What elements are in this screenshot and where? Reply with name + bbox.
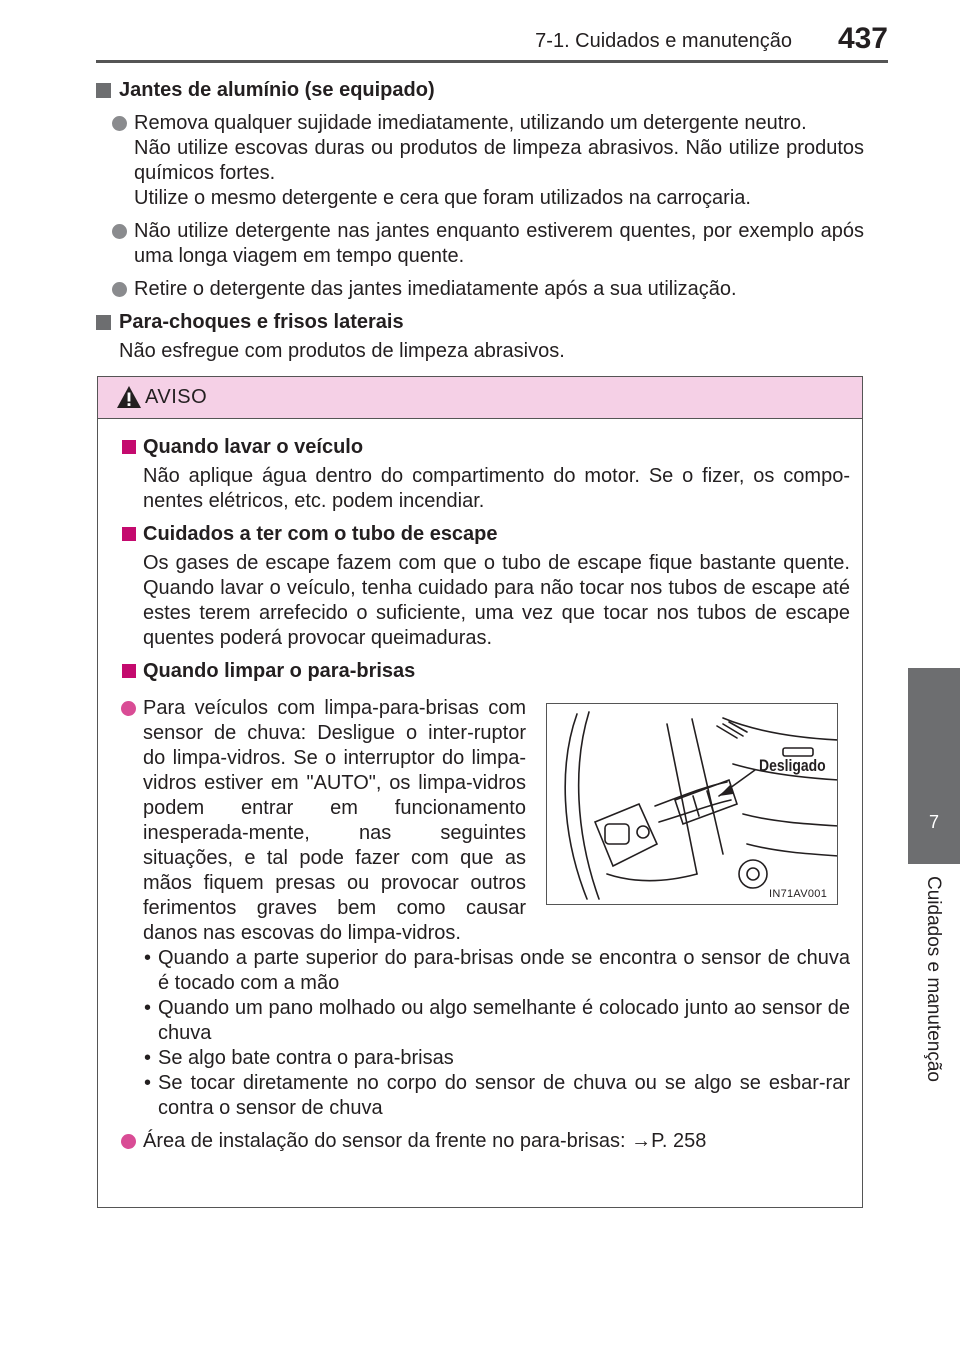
circle-bullet-icon bbox=[112, 116, 127, 131]
figure-off-label: Desligado bbox=[759, 756, 826, 775]
warning-label: AVISO bbox=[145, 386, 208, 408]
wiper-switch-figure: Desligado IN71AV001 bbox=[546, 703, 838, 905]
chapter-label-text: Cuidados e manutenção bbox=[923, 876, 944, 1082]
heading-washing: Quando lavar o veículo bbox=[98, 435, 864, 460]
page-number: 437 bbox=[837, 22, 888, 55]
washing-text: Não aplique água dentro do compartimento… bbox=[143, 465, 850, 512]
warning-box: AVISO Quando lavar o veículo Não aplique… bbox=[97, 376, 863, 1208]
bullet-windshield-1: Para veículos com limpa-para-brisas com … bbox=[98, 696, 526, 946]
warning-header: AVISO bbox=[98, 377, 862, 419]
bullet-wheels-3: Retire o detergente das jantes imediatam… bbox=[96, 277, 864, 302]
circle-bullet-icon bbox=[112, 282, 127, 297]
heading-wheels: Jantes de alumínio (se equipado) bbox=[96, 78, 864, 103]
circle-bullet-icon bbox=[121, 701, 136, 716]
sub-item-4: • Se tocar diretamente no corpo do senso… bbox=[144, 1072, 850, 1119]
square-bullet-icon bbox=[122, 664, 136, 678]
chapter-tab bbox=[908, 668, 960, 864]
warning-body: Quando lavar o veículo Não aplique água … bbox=[98, 435, 864, 1154]
circle-bullet-icon bbox=[112, 224, 127, 239]
warning-triangle-icon bbox=[117, 386, 141, 408]
chapter-number: 7 bbox=[928, 812, 939, 832]
circle-bullet-icon bbox=[121, 1134, 136, 1149]
bullet-wheels-1: Remova qualquer sujidade imediatamente, … bbox=[96, 111, 864, 211]
chapter-label: Cuidados e manutenção bbox=[916, 876, 950, 1116]
main-content: Jantes de alumínio (se equipado) Remova … bbox=[96, 78, 864, 364]
square-bullet-icon bbox=[122, 440, 136, 454]
bullet-windshield-2: Área de instalação do sensor da frente n… bbox=[98, 1129, 864, 1154]
bumpers-text: Não esfregue com produtos de limpeza abr… bbox=[119, 340, 565, 362]
steering-wiper-illustration bbox=[564, 711, 837, 900]
square-bullet-icon bbox=[122, 527, 136, 541]
square-bullet-icon bbox=[96, 315, 111, 330]
square-bullet-icon bbox=[96, 83, 111, 98]
heading-windshield: Quando limpar o para-brisas bbox=[98, 659, 864, 684]
sub-item-1: • Quando a parte superior do para-brisas… bbox=[144, 947, 850, 994]
heading-bumpers: Para-choques e frisos laterais bbox=[96, 310, 864, 335]
heading-exhaust: Cuidados a ter com o tubo de escape bbox=[98, 522, 864, 547]
exhaust-text: Os gases de escape fazem com que o tubo … bbox=[143, 552, 850, 649]
header-rule bbox=[96, 60, 888, 63]
bullet-wheels-2: Não utilize detergente nas jantes enquan… bbox=[96, 219, 864, 269]
figure-code: IN71AV001 bbox=[769, 888, 828, 900]
sub-item-2: • Quando um pano molhado ou algo semelha… bbox=[144, 997, 850, 1044]
sub-item-3: • Se algo bate contra o para-brisas bbox=[144, 1047, 454, 1069]
page-header: 7-1. Cuidados e manutenção 437 bbox=[0, 0, 960, 66]
section-title: 7-1. Cuidados e manutenção bbox=[535, 30, 792, 52]
